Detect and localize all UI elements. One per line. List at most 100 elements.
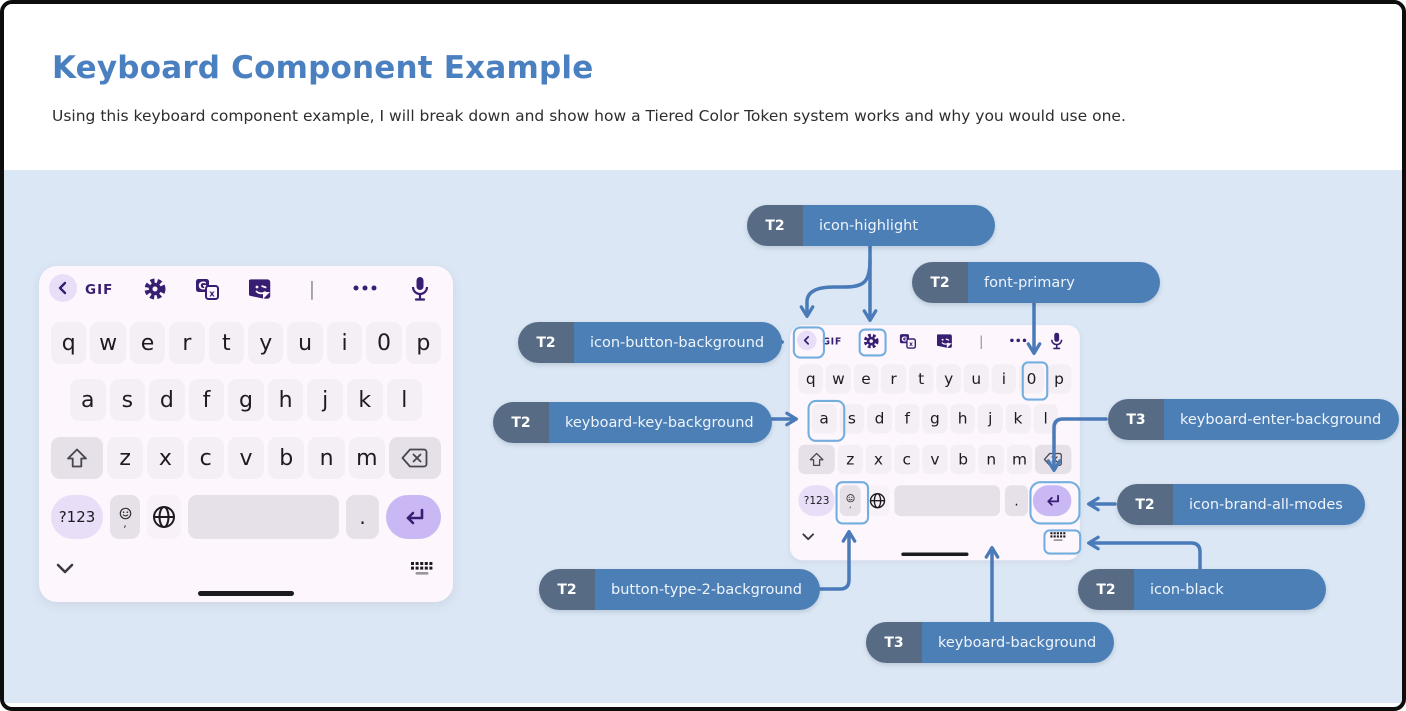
sticker-button[interactable] — [936, 333, 953, 350]
key-f[interactable]: f — [188, 379, 225, 421]
tier-badge: T2 — [539, 569, 595, 610]
key-s[interactable]: s — [839, 404, 865, 434]
key-s[interactable]: s — [109, 379, 146, 421]
hide-keyboard-button[interactable] — [55, 561, 77, 579]
enter-key[interactable] — [1032, 485, 1072, 517]
mic-button[interactable] — [409, 276, 431, 302]
emoji-key[interactable]: , — [839, 485, 861, 517]
key-m[interactable]: m — [1006, 444, 1033, 475]
globe-key[interactable] — [147, 495, 181, 539]
settings-button[interactable] — [863, 333, 880, 350]
key-k[interactable]: k — [1005, 404, 1031, 434]
gif-button[interactable]: GIF — [822, 336, 843, 348]
sticker-icon — [248, 278, 270, 299]
shift-key[interactable] — [51, 437, 103, 479]
key-0[interactable]: 0 — [1019, 364, 1044, 394]
key-a[interactable]: a — [70, 379, 106, 421]
key-y[interactable]: y — [936, 364, 962, 394]
key-0[interactable]: 0 — [366, 322, 402, 364]
key-b[interactable]: b — [950, 444, 976, 475]
gif-button[interactable]: GIF — [85, 282, 114, 298]
key-w[interactable]: w — [825, 364, 851, 394]
key-z[interactable]: z — [837, 444, 863, 475]
key-g[interactable]: g — [922, 404, 948, 434]
svg-text:x: x — [909, 341, 913, 348]
key-g[interactable]: g — [228, 379, 264, 421]
shift-key[interactable] — [798, 444, 835, 475]
key-c[interactable]: c — [893, 444, 920, 475]
key-y[interactable]: y — [248, 322, 284, 364]
key-c[interactable]: c — [187, 437, 224, 479]
key-h[interactable]: h — [950, 404, 976, 434]
key-b[interactable]: b — [268, 437, 305, 479]
space-key[interactable] — [894, 485, 1000, 517]
key-j[interactable]: j — [307, 379, 343, 421]
enter-key[interactable] — [386, 495, 441, 539]
key-w[interactable]: w — [90, 322, 126, 364]
back-button[interactable] — [797, 330, 817, 351]
space-key[interactable] — [188, 495, 339, 539]
key-p[interactable]: p — [1046, 364, 1072, 394]
key-v[interactable]: v — [227, 437, 265, 479]
period-key[interactable]: . — [1004, 485, 1028, 517]
key-e[interactable]: e — [129, 322, 166, 364]
back-button[interactable] — [49, 274, 77, 302]
key-l[interactable]: l — [1033, 404, 1059, 434]
backspace-key[interactable] — [1034, 444, 1072, 475]
key-u[interactable]: u — [963, 364, 989, 394]
key-t[interactable]: t — [908, 364, 934, 394]
key-t[interactable]: t — [208, 322, 245, 364]
settings-button[interactable] — [143, 277, 167, 301]
dismiss-keyboard-button[interactable] — [407, 559, 437, 581]
period-key[interactable]: . — [346, 495, 379, 539]
shift-icon — [809, 452, 824, 466]
key-a[interactable]: a — [811, 404, 837, 434]
home-indicator[interactable] — [901, 552, 969, 556]
key-m[interactable]: m — [348, 437, 385, 479]
key-q[interactable]: q — [51, 322, 87, 364]
emoji-key[interactable]: , — [110, 495, 140, 539]
key-h[interactable]: h — [267, 379, 304, 421]
enter-icon — [1047, 494, 1059, 506]
key-n[interactable]: n — [308, 437, 345, 479]
symbols-key[interactable]: ?123 — [51, 495, 103, 539]
key-n[interactable]: n — [978, 444, 1004, 475]
key-x[interactable]: x — [147, 437, 184, 479]
key-k[interactable]: k — [346, 379, 383, 421]
key-l[interactable]: l — [386, 379, 423, 421]
key-q[interactable]: q — [798, 364, 824, 394]
key-r[interactable]: r — [881, 364, 906, 394]
key-z[interactable]: z — [107, 437, 144, 479]
key-x[interactable]: x — [865, 444, 892, 475]
home-indicator[interactable] — [198, 591, 294, 596]
key-p[interactable]: p — [405, 322, 442, 364]
sticker-button[interactable] — [248, 277, 272, 301]
key-u[interactable]: u — [287, 322, 323, 364]
key-i[interactable]: i — [326, 322, 363, 364]
key-v[interactable]: v — [922, 444, 948, 475]
more-button[interactable] — [351, 274, 379, 302]
key-d[interactable]: d — [867, 404, 892, 434]
hide-keyboard-button[interactable] — [801, 532, 816, 545]
key-f[interactable]: f — [894, 404, 920, 434]
key-e[interactable]: e — [853, 364, 879, 394]
shift-icon — [67, 448, 87, 468]
dismiss-keyboard-button[interactable] — [1048, 530, 1069, 545]
token-label: keyboard-background — [922, 622, 1115, 663]
key-d[interactable]: d — [149, 379, 185, 421]
symbols-key[interactable]: ?123 — [798, 485, 835, 517]
mic-button[interactable] — [1049, 332, 1064, 350]
key-i[interactable]: i — [991, 364, 1017, 394]
key-j[interactable]: j — [977, 404, 1003, 434]
more-button[interactable] — [1008, 331, 1028, 351]
globe-key[interactable] — [865, 485, 890, 517]
key-r[interactable]: r — [169, 322, 205, 364]
backspace-key[interactable] — [388, 437, 441, 479]
